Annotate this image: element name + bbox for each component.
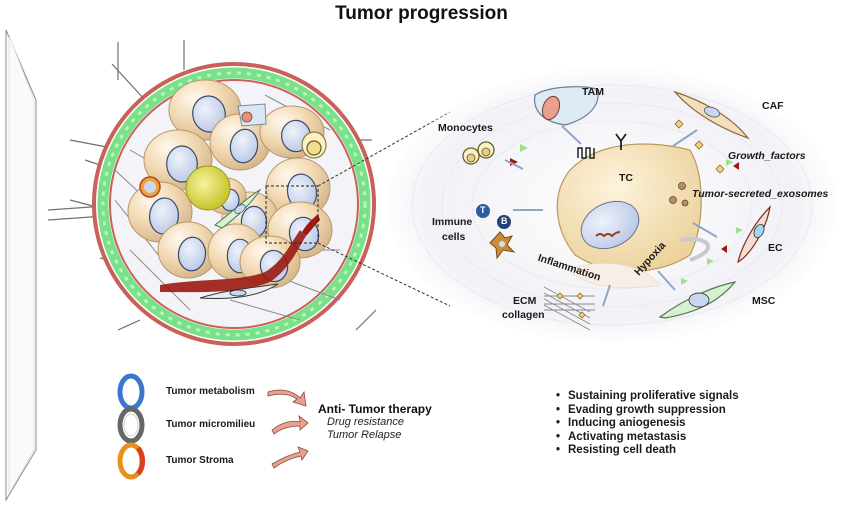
arrow-2-icon (271, 415, 309, 435)
label-ec: EC (768, 242, 783, 254)
label-tc: TC (619, 172, 633, 184)
arrow-3-icon (271, 446, 309, 469)
zoom-line-bottom (317, 242, 451, 307)
oval-rings (411, 84, 813, 326)
therapy-heading: Anti- Tumor therapy (318, 402, 432, 416)
caf-cell (673, 90, 750, 140)
label-growth-factors: Growth_factors (728, 150, 806, 162)
hallmarks-list: Sustaining proliferative signals Evading… (556, 390, 739, 458)
legend-item-micromilieu: Tumor micromilieu (166, 419, 256, 430)
therapy-sub-relapse: Tumor Relapse (327, 429, 402, 441)
tumor-cell-nucleus (177, 236, 207, 272)
diamond-markers (674, 119, 725, 174)
tumor-cell-tc (556, 133, 702, 272)
exosome-markers (669, 182, 689, 207)
zoom-box (265, 185, 319, 244)
label-caf: CAF (762, 100, 784, 112)
arrow-1-icon (267, 389, 307, 407)
yellow-cell (185, 165, 231, 211)
ring-micromilieu-icon (117, 406, 145, 444)
therapy-sub-drug-resistance: Drug resistance (327, 416, 405, 428)
hallmark-item: Activating metastasis (556, 431, 739, 445)
dendritic-cell (489, 231, 516, 260)
hallmark-item: Resisting cell death (556, 444, 739, 458)
tam-cell (534, 86, 599, 126)
ring-metabolism-icon (117, 373, 145, 411)
label-ecm: ECM (513, 295, 537, 307)
ec-small (199, 283, 279, 299)
monocytes (462, 141, 495, 165)
label-tam: TAM (582, 86, 604, 98)
hallmark-item: Inducing aniogenesis (556, 417, 739, 431)
tam-small (237, 103, 267, 127)
diagram-title: Tumor progression (335, 3, 508, 24)
immune-cell-small (139, 176, 161, 198)
label-immune-line1: Immune (432, 216, 473, 228)
inflammation-mound (567, 263, 661, 289)
interaction-arrows (504, 125, 718, 307)
label-msc: MSC (752, 295, 776, 307)
glass-slide-panel (5, 29, 37, 502)
legend-item-stroma: Tumor Stroma (166, 455, 234, 466)
tumor-cell-nucleus (229, 128, 259, 164)
tumor-cell-cluster (127, 79, 333, 289)
label-collagen: collagen (502, 309, 545, 321)
hallmark-item: Evading growth suppression (556, 404, 739, 418)
collagen-stars (556, 292, 586, 319)
label-monocytes: Monocytes (438, 122, 493, 134)
legend-arrows (267, 389, 309, 469)
hallmark-item: Sustaining proliferative signals (556, 390, 739, 404)
b-cell (497, 215, 511, 229)
therapy-block: Anti- Tumor therapy Drug resistance Tumo… (318, 402, 432, 442)
label-exosomes: Tumor-secreted_exosomes (692, 188, 829, 200)
tumor-cell-nucleus (166, 145, 198, 183)
monocyte-small (301, 131, 327, 159)
msc-cell (658, 281, 737, 319)
ec-cell (737, 205, 771, 264)
t-cell (476, 204, 490, 218)
growth-factor-markers (510, 144, 743, 285)
label-b-cell: B (501, 216, 508, 226)
hypoxia-swoosh (679, 237, 711, 262)
msc-small (214, 188, 262, 229)
legend-rings (117, 373, 146, 480)
label-t-cell: T (480, 205, 486, 215)
label-immune-line2: cells (442, 231, 466, 243)
legend-item-metabolism: Tumor metabolism (166, 386, 255, 397)
ecm-collagen-fibers (543, 286, 595, 331)
tumor-cell-nucleus (148, 197, 180, 235)
zoom-line-top (317, 111, 451, 187)
blood-vessel (160, 214, 320, 293)
